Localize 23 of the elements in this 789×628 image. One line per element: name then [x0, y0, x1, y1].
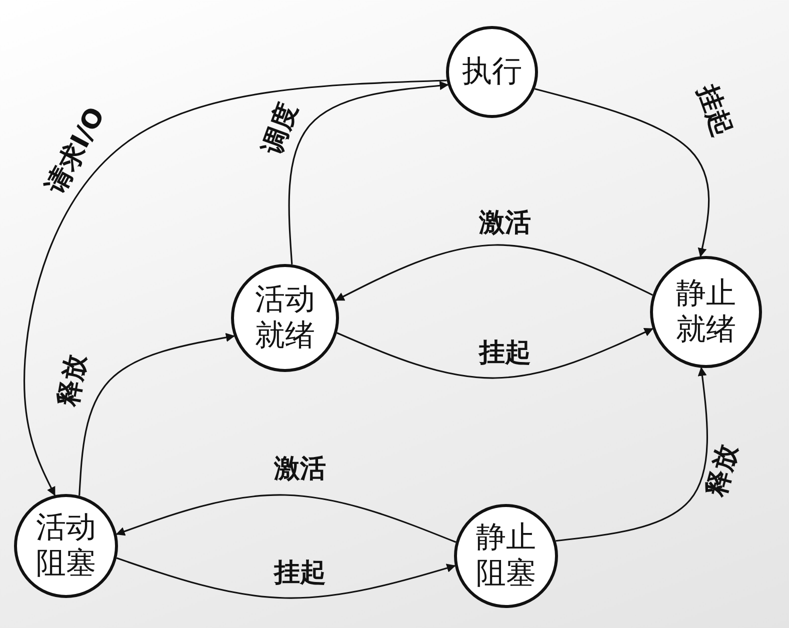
arrow — [556, 366, 708, 542]
arrow — [335, 244, 653, 301]
state-name: 活动就绪 — [254, 282, 316, 354]
arrow — [78, 333, 235, 496]
arrow — [288, 81, 449, 264]
edge-label: 请求I/O — [39, 101, 112, 200]
edge-label: 释放 — [700, 440, 745, 500]
state-name: 静止就绪 — [675, 276, 737, 348]
state-name: 活动阻塞 — [35, 510, 97, 582]
arrow — [534, 88, 710, 258]
state-name: 静止阻塞 — [475, 520, 537, 592]
edge-label: 释放 — [52, 351, 93, 409]
edge-label: 激活 — [479, 206, 531, 240]
edge-label: 挂起 — [274, 556, 326, 590]
edge-label: 挂起 — [690, 80, 739, 140]
arrow — [336, 328, 654, 379]
state-name: 执行 — [461, 54, 523, 90]
arrow — [116, 557, 456, 599]
arrow — [116, 494, 456, 543]
edge-label: 激活 — [274, 452, 326, 486]
edge-label: 调度 — [256, 98, 304, 158]
edge-label: 挂起 — [479, 336, 531, 370]
arrow — [24, 80, 447, 496]
